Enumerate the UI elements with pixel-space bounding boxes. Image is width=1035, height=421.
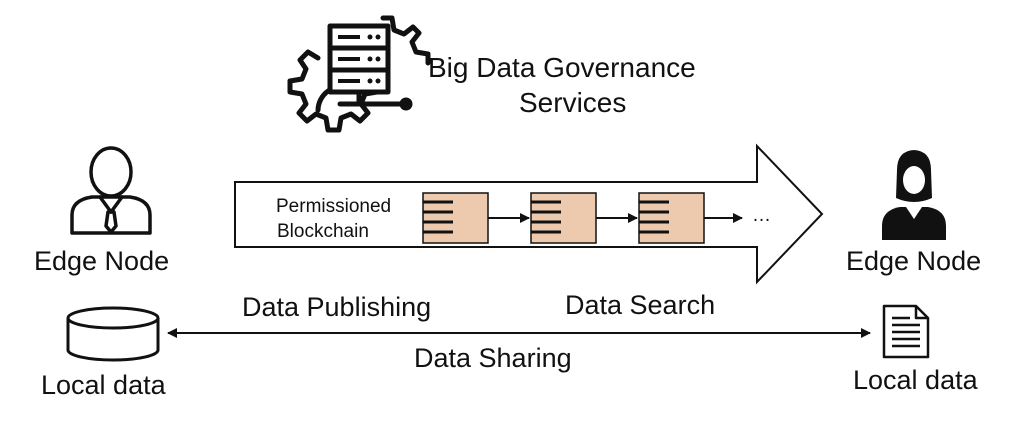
right-local-data-label: Local data — [853, 365, 978, 395]
blockchain-label-line-1: Permissioned — [276, 196, 392, 217]
block-1 — [422, 192, 489, 244]
gear-server-icon — [287, 15, 431, 133]
blockchain-ellipsis: … — [752, 205, 771, 226]
title-line-1: Big Data Governance — [428, 52, 696, 83]
database-cylinder-icon — [66, 306, 160, 362]
left-edge-node-label: Edge Node — [34, 246, 170, 276]
title-line-2: Services — [519, 87, 627, 118]
data-search-label: Data Search — [565, 290, 716, 320]
blockchain-blocks — [422, 192, 743, 244]
user-woman-icon — [882, 150, 946, 240]
document-icon — [882, 304, 930, 359]
block-2 — [530, 192, 597, 244]
data-sharing-label: Data Sharing — [414, 343, 572, 373]
user-man-icon — [70, 146, 152, 235]
right-edge-node-label: Edge Node — [846, 246, 982, 276]
block-3 — [638, 192, 705, 244]
server-lights-icon — [338, 34, 381, 84]
left-local-data-label: Local data — [41, 370, 166, 400]
blockchain-label-line-2: Blockchain — [277, 221, 369, 242]
data-publishing-label: Data Publishing — [242, 292, 432, 322]
